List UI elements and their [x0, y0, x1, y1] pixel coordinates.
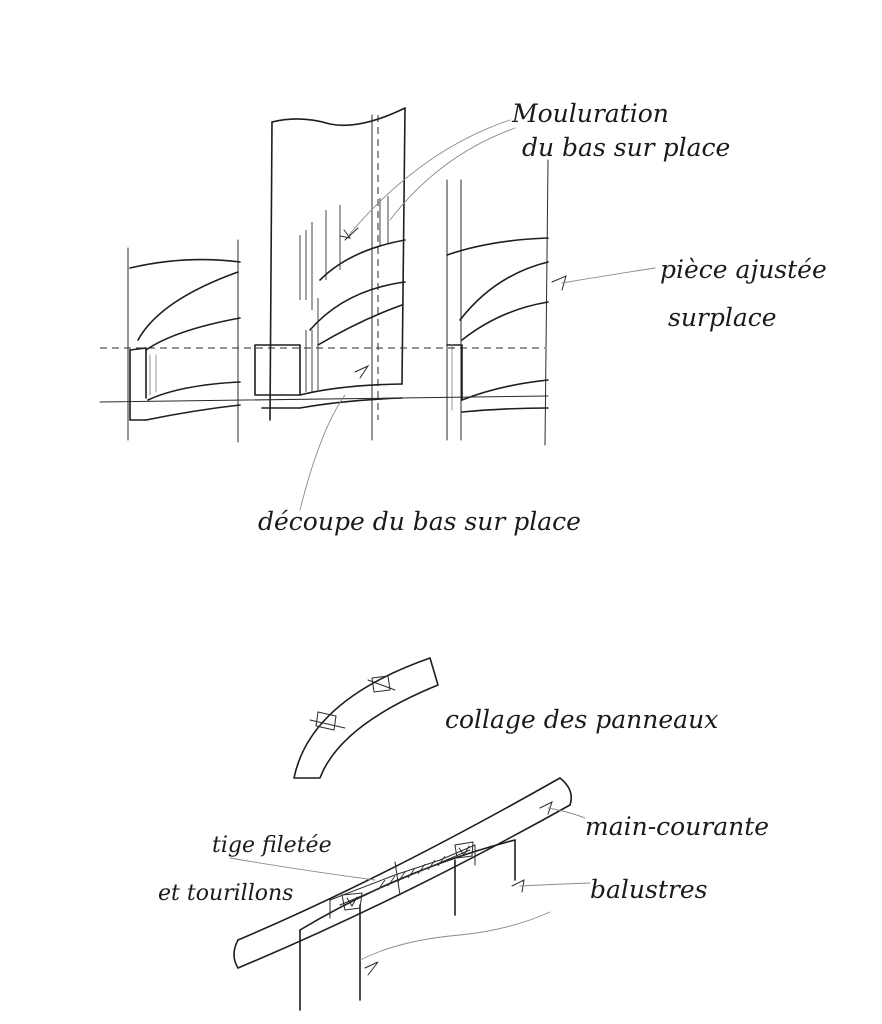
- label-decoupe: découpe du bas sur place: [258, 507, 581, 536]
- arrow-right-piece: [551, 275, 567, 291]
- curved-panel-sketch: [293, 657, 439, 779]
- label-tige-2: et tourillons: [158, 881, 293, 906]
- label-moulure-1: Mouluration: [511, 99, 669, 128]
- center-post: [254, 107, 406, 441]
- posts-sketch: [99, 107, 567, 446]
- label-piece-2: surplace: [668, 303, 777, 332]
- label-tige-1: tige filetée: [212, 833, 332, 858]
- left-post: [127, 239, 241, 443]
- label-moulure-2: du bas sur place: [522, 133, 730, 162]
- arrow-center-base: [354, 364, 370, 379]
- label-piece-1: pièce ajustée: [660, 255, 827, 284]
- label-balustres: balustres: [590, 875, 707, 904]
- right-post: [446, 159, 549, 446]
- label-collage: collage des panneaux: [445, 705, 718, 734]
- upper-leaders: [299, 119, 656, 511]
- label-main-courante: main-courante: [585, 812, 769, 841]
- lower-leaders: [229, 807, 591, 887]
- floor-line: [99, 395, 549, 403]
- handrail-sketch: [233, 777, 573, 1011]
